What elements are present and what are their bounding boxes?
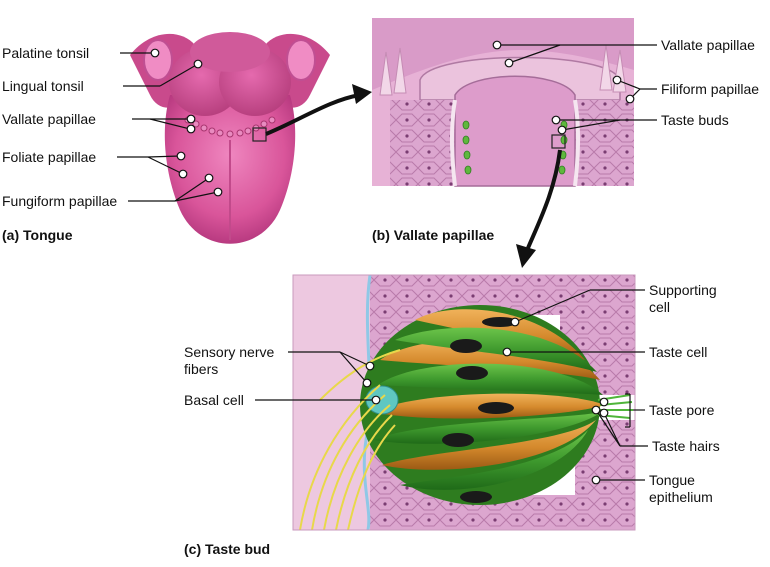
connective-tissue bbox=[293, 275, 370, 530]
dot-supporting-cell bbox=[510, 317, 520, 327]
dot-filiform-2 bbox=[625, 94, 635, 104]
vallate-papilla-section bbox=[372, 18, 634, 187]
trench-right bbox=[573, 99, 581, 187]
papilla-body bbox=[454, 75, 576, 187]
caption-a: (a) Tongue bbox=[2, 227, 73, 243]
dot-taste-cell bbox=[502, 347, 512, 357]
caption-b: (b) Vallate papillae bbox=[372, 227, 494, 243]
caption-c: (c) Taste bud bbox=[184, 541, 270, 557]
caption-a-title: Tongue bbox=[23, 227, 73, 243]
papilla-core-left bbox=[390, 100, 460, 186]
label-foliate-papillae: Foliate papillae bbox=[2, 149, 97, 165]
dot-taste-hairs-2 bbox=[599, 408, 609, 418]
taste-bud-cells bbox=[360, 305, 605, 505]
dot-filiform-1 bbox=[612, 75, 622, 85]
zoom-arrow-a-to-b-head bbox=[352, 84, 372, 104]
leader-lines bbox=[117, 44, 657, 481]
label-supporting-cell-line1: Supporting bbox=[649, 282, 717, 298]
palatine-tonsil-right bbox=[286, 39, 316, 81]
label-supporting-cell-line2: cell bbox=[649, 299, 671, 315]
taste-bud-section bbox=[292, 274, 636, 531]
dot-basal-cell bbox=[371, 395, 381, 405]
label-sensory-nerve-line1: Sensory nerve bbox=[184, 344, 275, 360]
zoom-arrow-a-to-b bbox=[265, 93, 361, 136]
label-taste-hairs: Taste hairs bbox=[652, 438, 720, 454]
label-tongue-epithelium-line2: epithelium bbox=[649, 489, 713, 505]
label-taste-cell: Taste cell bbox=[649, 344, 708, 360]
dot-taste-hairs-1 bbox=[591, 405, 601, 415]
dot-foliate-1 bbox=[176, 151, 186, 161]
dot-palatine-tonsil bbox=[150, 48, 160, 58]
label-taste-pore: Taste pore bbox=[649, 402, 715, 418]
leader-dots bbox=[150, 40, 635, 485]
label-filiform-papillae: Filiform papillae bbox=[661, 81, 760, 97]
zoom-arrow-b-to-c-head bbox=[516, 244, 536, 268]
dot-fungiform-2 bbox=[213, 187, 223, 197]
label-sensory-nerve-line2: fibers bbox=[184, 361, 219, 377]
caption-b-title: Vallate papillae bbox=[393, 227, 495, 243]
dot-vallate-a-2 bbox=[186, 124, 196, 134]
trench-left bbox=[449, 99, 457, 187]
caption-c-letter: (c) bbox=[184, 541, 202, 557]
dot-tongue-epithelium bbox=[591, 475, 601, 485]
section-edge bbox=[292, 274, 636, 531]
palatine-tonsil-left bbox=[143, 39, 173, 81]
dot-fungiform-1 bbox=[204, 173, 214, 183]
label-basal-cell: Basal cell bbox=[184, 392, 244, 408]
dot-nerve-2 bbox=[362, 378, 372, 388]
dot-vallate-b-1 bbox=[492, 40, 502, 50]
dot-lingual-tonsil bbox=[193, 59, 203, 69]
surface-epithelium bbox=[372, 18, 634, 90]
zoom-box-b bbox=[551, 134, 566, 149]
zoom-box-a bbox=[252, 127, 267, 142]
label-vallate-papillae-a: Vallate papillae bbox=[2, 111, 96, 127]
label-fungiform-papillae: Fungiform papillae bbox=[2, 193, 118, 209]
lingual-tonsil-lobe-top bbox=[190, 32, 270, 72]
dot-taste-pore bbox=[599, 397, 609, 407]
dot-vallate-a-1 bbox=[186, 114, 196, 124]
dot-vallate-b-2 bbox=[504, 58, 514, 68]
label-lingual-tonsil: Lingual tonsil bbox=[2, 78, 84, 94]
dot-nerve-1 bbox=[365, 361, 375, 371]
zoom-arrow-b-to-c bbox=[526, 149, 562, 249]
nerve-fibers bbox=[299, 349, 401, 531]
tongue-illustration bbox=[130, 32, 330, 244]
caption-c-title: Taste bud bbox=[205, 541, 271, 557]
label-vallate-papillae-b: Vallate papillae bbox=[661, 37, 755, 53]
caption-a-letter: (a) bbox=[2, 227, 20, 243]
caption-b-letter: (b) bbox=[372, 227, 390, 243]
dot-foliate-2 bbox=[178, 169, 188, 179]
dot-taste-buds-1 bbox=[551, 115, 561, 125]
label-taste-buds: Taste buds bbox=[661, 112, 729, 128]
label-tongue-epithelium-line1: Tongue bbox=[649, 472, 695, 488]
dot-taste-buds-2 bbox=[557, 125, 567, 135]
label-palatine-tonsil: Palatine tonsil bbox=[2, 45, 90, 61]
